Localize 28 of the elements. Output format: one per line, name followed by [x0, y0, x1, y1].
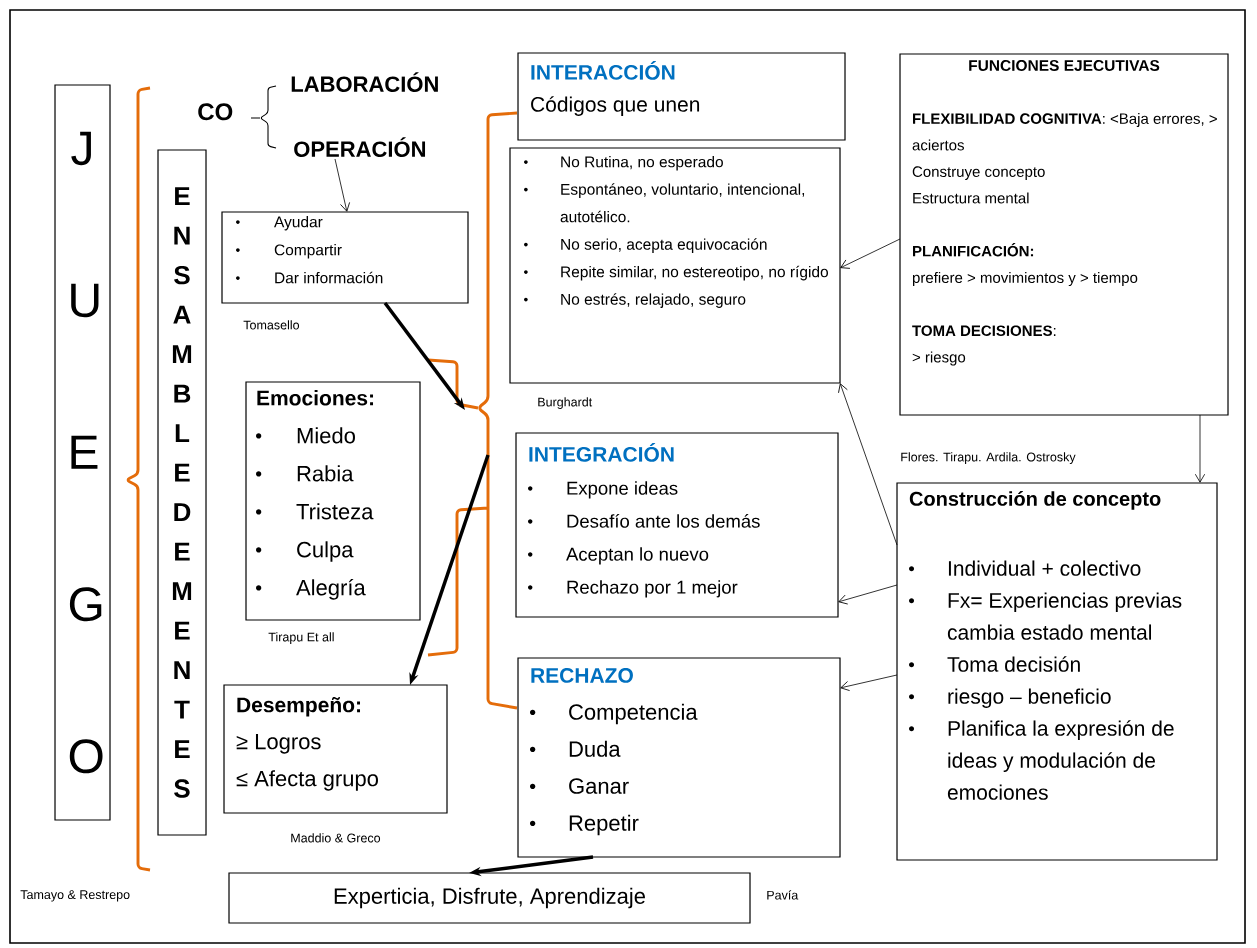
- text-box: Ayudar Compartir Dar información: [221, 211, 469, 304]
- text-box: INTEGRACIÓN Expone ideas Desafío ante los demás Aceptan lo nuevo Rechazo por 1 mejor: [515, 432, 839, 618]
- text-box: Construcción de concepto Individual + colectivo Fx= Experiencias previas cambia estado mental Toma decisión riesgo – beneficio Planifica la expresión de ideas y modulación de emociones: [896, 482, 1218, 861]
- vertical-text-box: E N S A M B L E D E M E N T E S: [157, 149, 207, 836]
- citation: Tomasello: [243, 320, 300, 330]
- text-box: Emociones: Miedo Rabia Tristeza Culpa Alegría: [245, 381, 421, 621]
- citation: Pavía: [767, 890, 799, 900]
- citation: Maddio & Greco: [291, 833, 381, 843]
- vertical-text-box: J U E G O: [54, 84, 111, 821]
- label-text: LABORACIÓN: [291, 72, 438, 92]
- arrow: [838, 584, 898, 605]
- result-box: Experticia, Disfrute, Aprendizaje: [228, 872, 751, 924]
- text-box: Desempeño: ≥ Logros ≤ Afecta grupo: [223, 684, 448, 814]
- text-box: No Rutina, no esperado Espontáneo, voluntario, intencional, autotélico. No serio, acepta equivocación Repite similar, no estereotipo, no rígido No estrés, relajado, seguro: [509, 147, 841, 384]
- citation: Flores. Tirapu. Ardila. Ostrosky: [901, 452, 1076, 464]
- text-box: INTERACCIÓN Códigos que unen: [517, 52, 846, 141]
- heading-text: OPERACIÓN: [294, 137, 426, 157]
- citation: Tirapu Et all: [268, 632, 334, 644]
- arrow: [840, 238, 901, 269]
- arrow: [840, 674, 898, 691]
- citation: Burghardt: [538, 397, 593, 409]
- arrow: [838, 383, 898, 546]
- text-box: RECHAZO Competencia Duda Ganar Repetir: [517, 657, 841, 858]
- text-box: FUNCIONES EJECUTIVAS FLEXIBILIDAD COGNITIVA: <Baja errores, > aciertos Construye concepto Estructura mental PLANIFICACIÓN: prefiere > movimientos y > tiempo TOMA DECISIONES: > riesgo: [899, 53, 1229, 416]
- label-text: CO: [198, 103, 233, 121]
- citation: Tamayo & Restrepo: [20, 890, 130, 902]
- arrow: [334, 158, 350, 212]
- arrow: [1194, 414, 1206, 483]
